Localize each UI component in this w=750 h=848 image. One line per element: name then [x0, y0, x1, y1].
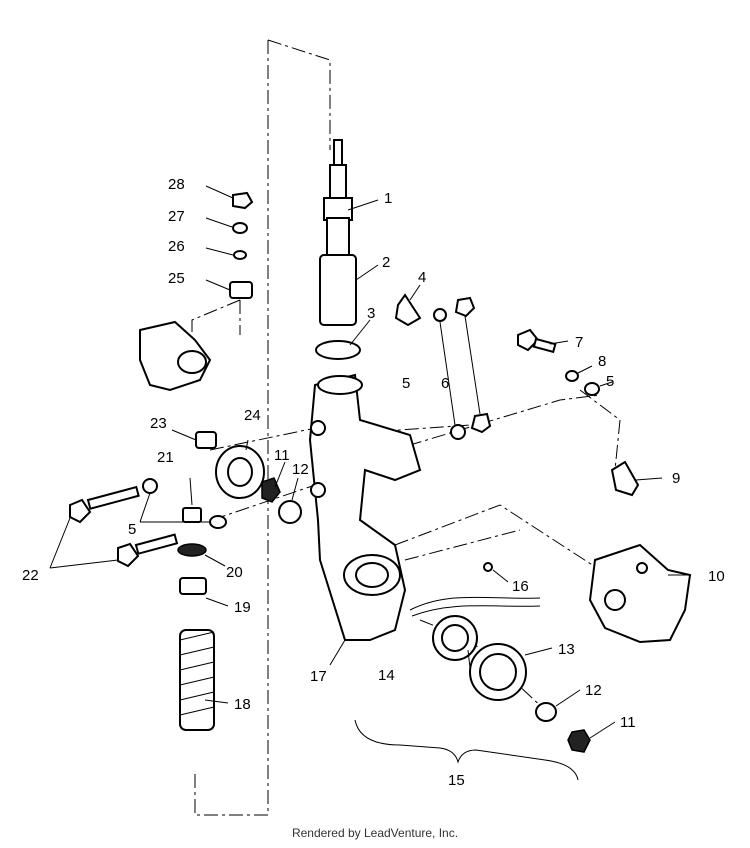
lock-washer: [177, 543, 207, 557]
bushing-seal: [215, 445, 265, 499]
callout-1: 1: [384, 190, 392, 207]
callout-6: 6: [441, 375, 449, 392]
callout-12: 12: [292, 461, 309, 478]
callout-24: 24: [244, 407, 261, 424]
coil-spring: [179, 629, 215, 731]
bolt: [117, 533, 179, 568]
strut-body: [319, 254, 357, 326]
mount-stack: [229, 191, 254, 299]
callout-25: 25: [168, 270, 185, 287]
callout-8: 8: [598, 353, 606, 370]
callout-26: 26: [168, 238, 185, 255]
callout-4: 4: [418, 269, 426, 286]
callout-labels: 1 2 3 4 5 5 5 6 7 8 9 10 11 11 12 12 13 …: [22, 176, 725, 789]
spacer: [182, 507, 202, 523]
stud: [195, 431, 217, 449]
callout-18: 18: [234, 696, 251, 713]
washer: [584, 382, 600, 396]
callout-5: 5: [402, 375, 410, 392]
bolt: [69, 485, 140, 524]
bracket: [394, 293, 422, 327]
washer: [209, 515, 227, 529]
callout-9: 9: [672, 470, 680, 487]
callout-21: 21: [157, 449, 174, 466]
nut: [454, 296, 476, 318]
washer: [142, 478, 158, 494]
callout-20: 20: [226, 564, 243, 581]
bolt: [517, 328, 557, 354]
callout-16: 16: [512, 578, 529, 595]
bearing-race: [432, 615, 478, 661]
callout-7: 7: [575, 334, 583, 351]
seal-ring: [315, 340, 361, 360]
seal: [278, 500, 302, 524]
callout-23: 23: [150, 415, 167, 432]
callout-19: 19: [234, 599, 251, 616]
callout-10: 10: [708, 568, 725, 585]
callout-13: 13: [558, 641, 575, 658]
callout-3: 3: [367, 305, 375, 322]
callout-17: 17: [310, 668, 327, 685]
callout-22: 22: [22, 567, 39, 584]
lock-washer: [565, 370, 579, 382]
spring-seat: [179, 577, 207, 595]
steering-knuckle: [308, 373, 422, 641]
callout-28: 28: [168, 176, 185, 193]
mount-bushing: [177, 350, 207, 374]
strut-shaft: [323, 139, 353, 259]
callout-5: 5: [606, 373, 614, 390]
spindle-nut: [567, 729, 591, 753]
washer: [433, 308, 447, 322]
wire-harness: [409, 596, 541, 617]
callout-27: 27: [168, 208, 185, 225]
callout-14: 14: [378, 667, 395, 684]
callout-11: 11: [274, 447, 290, 464]
leader-lines: [49, 185, 690, 781]
grease-fitting: [483, 562, 493, 572]
callout-5: 5: [128, 521, 136, 538]
callout-2: 2: [382, 254, 390, 271]
nut: [261, 477, 281, 503]
washer: [450, 424, 466, 440]
assembly-center-lines: [191, 39, 621, 816]
footer-credit: Rendered by LeadVenture, Inc.: [291, 826, 459, 840]
bearing: [469, 643, 527, 701]
brake-pad: [610, 460, 640, 497]
callout-12: 12: [585, 682, 602, 699]
callout-11: 11: [620, 714, 636, 731]
callout-15: 15: [448, 772, 465, 789]
brake-caliper: [588, 543, 692, 644]
nut: [470, 412, 492, 434]
spacer: [535, 702, 557, 722]
